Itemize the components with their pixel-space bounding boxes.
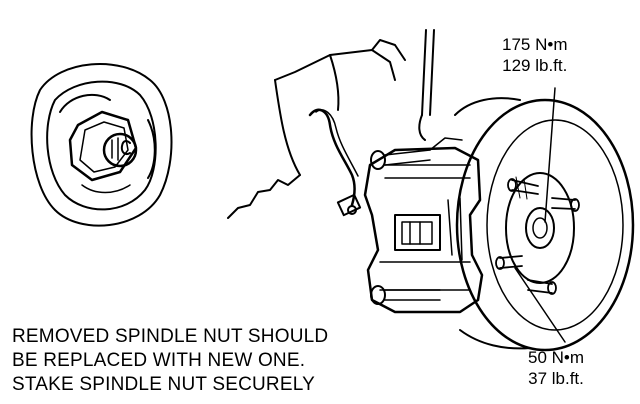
note-line-1: REMOVED SPINDLE NUT SHOULD bbox=[12, 326, 329, 347]
note-line-2: BE REPLACED WITH NEW ONE. bbox=[12, 350, 306, 371]
wheel-studs bbox=[495, 176, 580, 295]
caliper-bolt-torque-imperial: 37 lb.ft. bbox=[528, 369, 584, 388]
note-line-3: STAKE SPINDLE NUT SECURELY bbox=[12, 374, 315, 395]
brake-hose bbox=[308, 108, 362, 217]
spindle-nut-leader bbox=[544, 87, 556, 223]
spindle-nut bbox=[68, 110, 138, 182]
spindle-end bbox=[102, 132, 138, 168]
brake-caliper bbox=[363, 137, 484, 314]
spindle-nut-torque-imperial: 129 lb.ft. bbox=[502, 56, 568, 75]
spindle-nut-torque-metric: 175 N•m bbox=[502, 35, 568, 54]
caliper-bolt-torque: 50 N•m 37 lb.ft. bbox=[528, 347, 584, 389]
spindle-nut-note: REMOVED SPINDLE NUT SHOULD BE REPLACED W… bbox=[12, 325, 328, 397]
spindle-nut-torque: 175 N•m 129 lb.ft. bbox=[502, 34, 567, 76]
lower-caliper-bolt bbox=[370, 285, 386, 305]
strut-rod bbox=[418, 29, 435, 141]
leader-lines bbox=[514, 87, 566, 343]
caliper-bolt-leader bbox=[514, 267, 566, 343]
upper-caliper-bolt bbox=[370, 150, 386, 170]
steering-knuckle bbox=[227, 39, 406, 219]
spindle-nut-detail bbox=[30, 63, 173, 227]
caliper-bolt-torque-metric: 50 N•m bbox=[528, 348, 585, 367]
brake-rotor bbox=[454, 97, 635, 352]
hub bbox=[505, 172, 575, 284]
